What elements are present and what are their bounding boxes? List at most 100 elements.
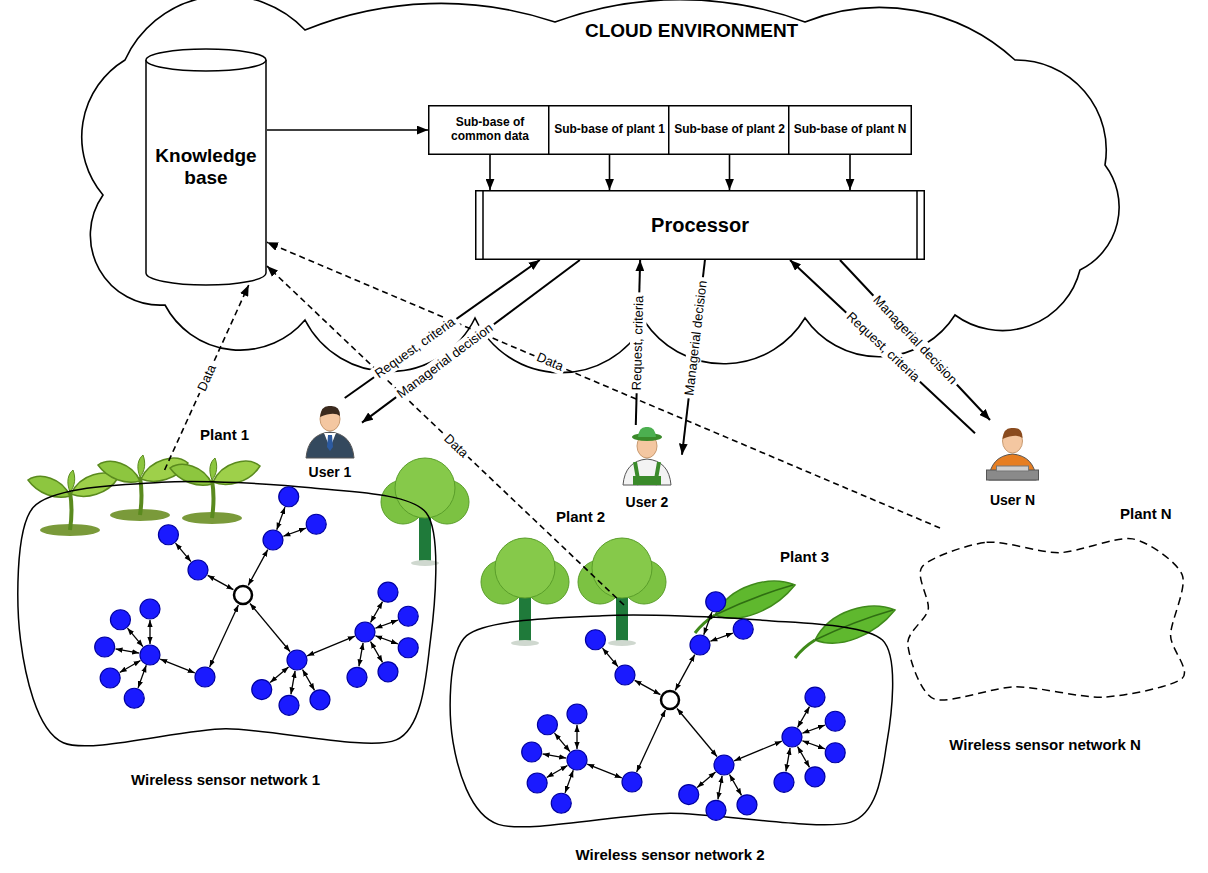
sensor-mesh (95, 487, 419, 716)
sensor-link (291, 671, 295, 695)
sensor-link (270, 667, 288, 682)
sensor-node (263, 530, 283, 550)
sensor-node (287, 650, 307, 670)
sensor-link (718, 776, 722, 800)
sensor-link (547, 766, 568, 778)
sensor-node (567, 750, 587, 770)
sensor-link (734, 741, 782, 761)
sensor-link (116, 649, 140, 653)
sensor-node (100, 668, 120, 688)
sensor-node (567, 704, 587, 724)
region-title: CLOUD ENVIRONMENT (585, 20, 798, 42)
cloud-region: CLOUD ENVIRONMENT Knowledge base Sub-base … (85, 0, 1125, 372)
sensor-link (576, 725, 577, 749)
sensor-node (158, 525, 178, 545)
user-icon-outline (612, 425, 682, 485)
sensor-link (149, 620, 150, 644)
sensor-link (677, 708, 717, 756)
user-icon: User N (975, 420, 1050, 508)
database-label: Knowledge base (149, 145, 263, 189)
person-figure (306, 406, 354, 458)
sensor-link (277, 507, 285, 530)
flow-arrow (267, 129, 428, 131)
sensor-link (375, 636, 398, 644)
sensor-network-outline (440, 605, 900, 863)
sensor-link (543, 754, 567, 758)
sensor-node (378, 582, 398, 602)
sensor-node (124, 688, 144, 708)
sensor-node (805, 687, 825, 707)
sensor-link (176, 543, 191, 561)
network-label: Wireless sensor network 2 (575, 846, 764, 863)
user-label: User 1 (309, 464, 352, 480)
sensor-node (310, 690, 330, 710)
sensor-node (522, 742, 542, 762)
flow-arrow (849, 155, 851, 190)
sensor-link (603, 648, 618, 666)
sub-base-box: Sub-base of plant 1 (548, 105, 671, 155)
sensor-link (248, 550, 267, 586)
sub-base-box: Sub-base of plant N (788, 105, 912, 155)
sensor-node (537, 715, 557, 735)
flow-arrow (840, 260, 990, 420)
sensor-node (378, 662, 398, 682)
sensor-node (551, 793, 571, 813)
sensor-link (128, 628, 143, 646)
sensor-link (371, 602, 383, 623)
sub-base-box: Sub-base of plant 2 (668, 105, 791, 155)
sensor-node (825, 711, 845, 731)
sensor-node (140, 645, 160, 665)
sensor-node (398, 638, 418, 658)
sensor-node (110, 610, 130, 630)
user-label: User N (990, 492, 1035, 508)
sensor-link (730, 775, 742, 796)
sensor-link (675, 655, 694, 691)
sensor-node (252, 680, 272, 700)
sensor-node (195, 667, 215, 687)
sensor-link (307, 636, 355, 656)
box-label: Processor (651, 214, 749, 237)
plant-label: Plant 3 (780, 548, 829, 565)
sensor-link (565, 770, 573, 793)
database-cylinder: Knowledge base (145, 48, 267, 285)
user-icon: User 2 (612, 425, 682, 510)
sensor-link (375, 620, 398, 628)
sensor-link (637, 710, 666, 772)
sensor-link (802, 725, 825, 733)
plant-label: Plant N (1120, 505, 1172, 522)
flow-arrow (609, 155, 611, 190)
edge-label: Request, criteria (629, 292, 648, 393)
sensor-node (679, 785, 699, 805)
sensor-node (825, 743, 845, 763)
sensor-network: Wireless sensor network N (895, 528, 1195, 753)
gateway-node (234, 586, 252, 604)
sensor-link (208, 575, 234, 589)
box-label: Sub-base of plant 1 (554, 123, 665, 137)
sensor-node (95, 637, 115, 657)
person-figure (987, 428, 1039, 480)
sensor-node (347, 667, 367, 687)
plant-label: Plant 1 (200, 426, 249, 443)
sensor-link (587, 764, 622, 778)
user-icon-outline (975, 420, 1050, 480)
sub-base-box: Sub-base of common data (428, 105, 552, 155)
sensor-node (706, 592, 726, 612)
sensor-link (138, 665, 146, 688)
box-label: Sub-base of common data (432, 116, 548, 144)
box-label: Sub-base of plant N (794, 123, 907, 137)
data-flow-arrow (267, 242, 940, 528)
edge-label: Data (439, 428, 474, 463)
sensor-node (355, 622, 375, 642)
user-icon: User 1 (298, 398, 362, 480)
sensor-link (697, 772, 715, 787)
sensor-node (306, 514, 326, 534)
sensor-link (283, 528, 306, 536)
network-label: Wireless sensor network N (949, 736, 1141, 753)
sensor-link (555, 733, 570, 751)
data-flow-arrow (165, 285, 249, 470)
sensor-node (737, 795, 757, 815)
sensor-node (398, 606, 418, 626)
flow-arrow (362, 260, 580, 423)
sensor-link (160, 659, 195, 673)
sensor-node (774, 772, 794, 792)
